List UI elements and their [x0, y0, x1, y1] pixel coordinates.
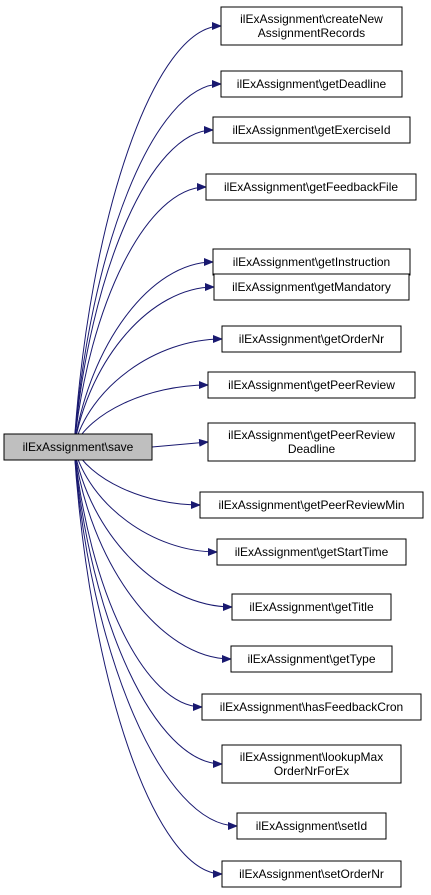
call-edge: [73, 258, 214, 448]
call-edge: [73, 446, 223, 768]
node-callee-label: AssignmentRecords: [258, 26, 365, 40]
node-root-save[interactable]: ilExAssignment\save: [3, 433, 153, 461]
node-callee[interactable]: ilExAssignment\getMandatory: [213, 273, 410, 301]
node-callee-label: ilExAssignment\getExerciseId: [232, 123, 390, 137]
node-callee-label: ilExAssignment\lookupMax: [240, 750, 383, 764]
node-callee-label: ilExAssignment\setOrderNr: [239, 867, 384, 881]
node-callee-box: [201, 693, 422, 721]
call-edge: [73, 446, 233, 611]
node-callee[interactable]: ilExAssignment\getTitle: [231, 593, 392, 621]
call-edge: [73, 283, 215, 448]
call-edge: [73, 335, 223, 448]
call-nodes: ilExAssignment\save ilExAssignment\create…: [3, 6, 424, 888]
node-callee[interactable]: ilExAssignment\setId: [236, 812, 387, 840]
node-callee-box: [213, 273, 410, 301]
node-callee-box: [221, 325, 402, 353]
call-edge: [151, 438, 209, 448]
node-callee-box: [220, 6, 403, 46]
node-callee-box: [205, 173, 417, 201]
node-callee-label: OrderNrForEx: [274, 764, 349, 778]
node-callee[interactable]: ilExAssignment\getDeadline: [220, 70, 403, 98]
call-edge: [73, 446, 232, 663]
node-callee-label: Deadline: [288, 442, 336, 456]
node-callee[interactable]: ilExAssignment\setOrderNr: [221, 860, 402, 888]
node-callee-box: [230, 645, 393, 673]
node-callee-label: ilExAssignment\getTitle: [249, 600, 374, 614]
node-callee-label: ilExAssignment\setId: [256, 819, 367, 833]
node-callee-label: ilExAssignment\getMandatory: [232, 280, 391, 294]
node-callee-label: ilExAssignment\getStartTime: [235, 545, 389, 559]
node-callee-box: [221, 860, 402, 888]
call-edge: [73, 446, 223, 878]
node-callee-box: [207, 422, 416, 462]
node-callee[interactable]: ilExAssignment\getOrderNr: [221, 325, 402, 353]
node-callee[interactable]: ilExAssignment\getPeerReview: [207, 371, 416, 399]
node-callee-box: [199, 491, 424, 519]
call-edge: [73, 183, 207, 448]
node-callee-box: [221, 744, 402, 784]
node-callee-label: ilExAssignment\getOrderNr: [239, 332, 384, 346]
node-callee[interactable]: ilExAssignment\getStartTime: [216, 538, 407, 566]
node-callee-box: [236, 812, 387, 840]
node-callee-label: ilExAssignment\getPeerReviewMin: [218, 498, 404, 512]
node-root-save-box: [3, 433, 153, 461]
call-edge: [73, 446, 238, 830]
node-callee-label: ilExAssignment\getInstruction: [233, 255, 390, 269]
node-callee-label: ilExAssignment\getDeadline: [237, 77, 387, 91]
node-callee-label: ilExAssignment\getPeerReview: [228, 428, 395, 442]
node-callee-box: [220, 70, 403, 98]
node-root-save-label: ilExAssignment\save: [23, 440, 134, 454]
node-callee-box: [216, 538, 407, 566]
node-callee-box: [212, 116, 411, 144]
node-callee[interactable]: ilExAssignment\hasFeedbackCron: [201, 693, 422, 721]
node-callee-box: [207, 371, 416, 399]
call-edge: [73, 80, 222, 448]
node-callee[interactable]: ilExAssignment\getInstruction: [212, 248, 411, 276]
node-callee-box: [212, 248, 411, 276]
node-callee-label: ilExAssignment\getType: [247, 652, 375, 666]
node-callee[interactable]: ilExAssignment\getPeerReviewMin: [199, 491, 424, 519]
node-callee[interactable]: ilExAssignment\getFeedbackFile: [205, 173, 417, 201]
node-callee[interactable]: ilExAssignment\getExerciseId: [212, 116, 411, 144]
node-callee[interactable]: ilExAssignment\createNewAssignmentRecord…: [220, 6, 403, 46]
node-callee[interactable]: ilExAssignment\getType: [230, 645, 393, 673]
call-edges: [73, 22, 238, 878]
node-callee-label: ilExAssignment\getPeerReview: [228, 378, 395, 392]
call-edge: [73, 446, 218, 556]
call-edge: [73, 22, 222, 448]
call-edge: [73, 126, 214, 448]
node-callee-label: ilExAssignment\hasFeedbackCron: [220, 700, 403, 714]
node-callee-label: ilExAssignment\getFeedbackFile: [224, 180, 398, 194]
node-callee-box: [231, 593, 392, 621]
call-edge: [73, 446, 203, 711]
node-callee-label: ilExAssignment\createNew: [240, 12, 383, 26]
